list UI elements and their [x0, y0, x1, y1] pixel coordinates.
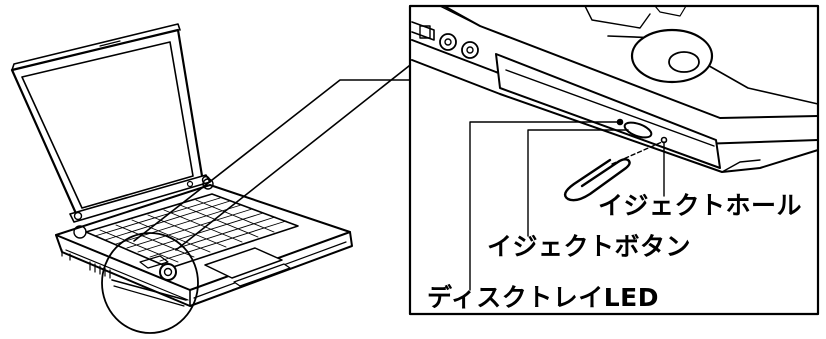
zoom-detail-drawing [411, 5, 819, 202]
magnify-circle [101, 232, 199, 334]
laptop-screen [21, 41, 194, 209]
leader-line-disc-led [469, 121, 619, 291]
paperclip-shape [563, 158, 631, 202]
eject-button-label: イジェクトボタン [487, 232, 692, 261]
zoom-connector-line [175, 61, 415, 251]
eject-button-shape [623, 121, 653, 139]
laptop-illustration [10, 23, 353, 307]
eject-hole-label: イジェクトホール [598, 191, 803, 220]
laptop-touchpad [204, 247, 283, 279]
leader-line-eject-button [527, 129, 629, 237]
keyboard-keys [94, 197, 287, 263]
zoom-detail-panel [408, 4, 820, 316]
optical-drive-tray [495, 53, 721, 169]
laptop-keyboard [85, 193, 299, 269]
disc-tray-led-label: ディスクトレイLED [427, 283, 660, 312]
zoom-connector-line [133, 79, 411, 242]
